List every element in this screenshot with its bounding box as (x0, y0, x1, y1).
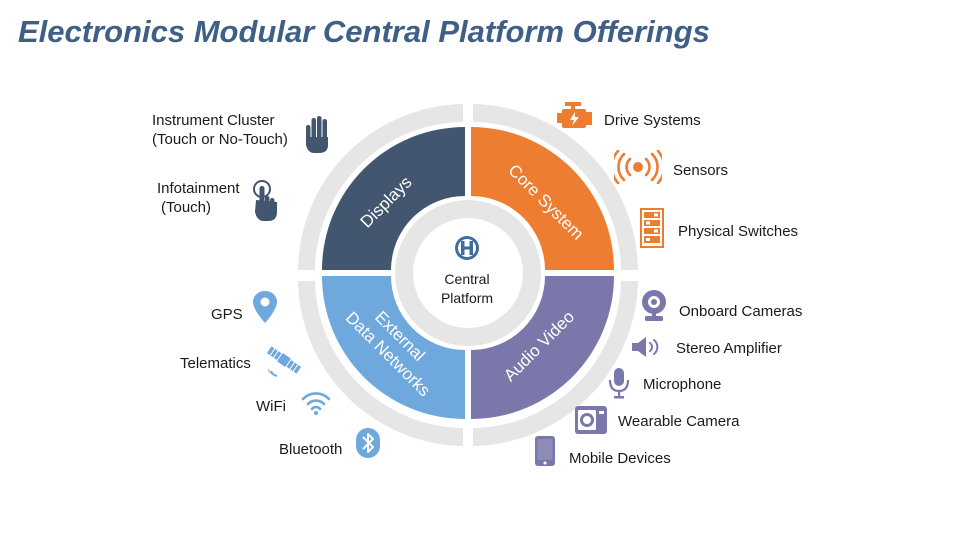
microphone-icon (608, 368, 630, 399)
satellite-icon (266, 346, 302, 377)
map-pin-icon (253, 291, 277, 323)
center-label-line1: Central (444, 271, 489, 287)
smartphone-icon (535, 436, 555, 466)
center-label-line2: Platform (441, 290, 493, 306)
physical-switches-label: Physical Switches (678, 223, 799, 240)
quadrant-core-system (471, 127, 614, 270)
wearable-camera-label: Wearable Camera (618, 413, 740, 430)
sensor-signal-icon (614, 150, 662, 184)
telematics-label: Telematics (180, 355, 251, 372)
h-logo-icon (455, 236, 479, 260)
mobile-devices-label: Mobile Devices (569, 450, 671, 467)
instrument-cluster-label: Instrument Cluster (Touch or No-Touch) (152, 112, 288, 148)
outer-ring-bottom-right (473, 281, 638, 446)
speaker-icon (632, 337, 659, 357)
bluetooth-label: Bluetooth (279, 441, 343, 458)
onboard-cameras-label: Onboard Cameras (679, 303, 803, 320)
gps-label: GPS (211, 306, 243, 323)
microphone-label: Microphone (643, 376, 722, 393)
touch-finger-icon (253, 180, 277, 221)
quadrant-audio-video (471, 276, 614, 419)
page-title: Electronics Modular Central Platform Off… (18, 14, 710, 49)
switch-panel-icon (640, 208, 664, 248)
stereo-amplifier-label: Stereo Amplifier (676, 340, 782, 357)
wifi-icon (301, 392, 331, 415)
center-disc (413, 218, 523, 328)
bluetooth-icon (356, 428, 380, 458)
quadrant-external-data-networks (322, 276, 465, 419)
sensors-label: Sensors (673, 162, 729, 179)
action-camera-icon (575, 406, 607, 434)
quadrant-displays (322, 127, 465, 270)
webcam-icon (642, 290, 666, 321)
outer-ring-bottom-left (298, 281, 463, 446)
engine-icon (557, 102, 592, 128)
outer-ring-top-left (298, 104, 463, 270)
hand-icon (306, 116, 328, 153)
drive-systems-label: Drive Systems (604, 112, 701, 129)
infotainment-label: Infotainment (Touch) (157, 180, 240, 216)
outer-ring-top-right (473, 104, 638, 270)
wifi-label: WiFi (256, 398, 286, 415)
